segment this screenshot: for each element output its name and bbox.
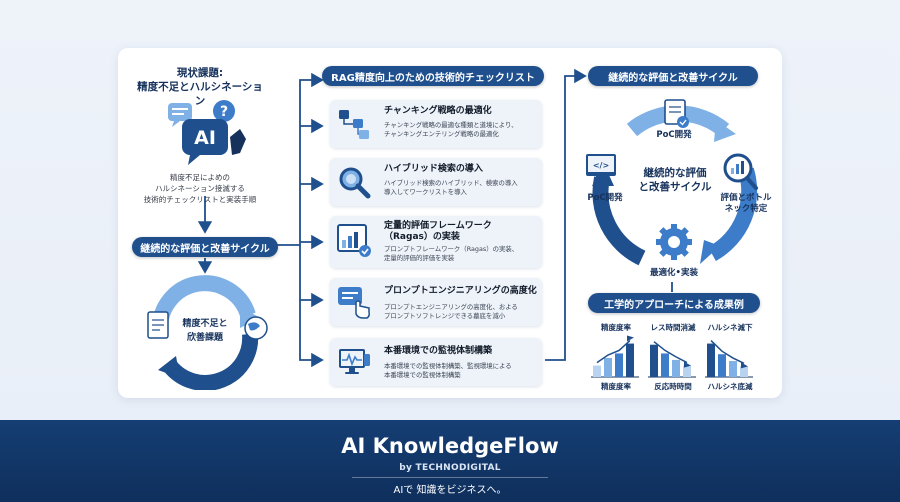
checklist-step-hybrid-search: ハイブリッド検索の導入 ハイブリッド検索のハイブリッド、検索の導入 導入してワー… [330, 158, 542, 206]
analysis-magnifier-icon [723, 153, 758, 190]
step-desc-monitoring-2: 本番環境での監視体制構築 [384, 371, 461, 379]
ai-chat-icon: ? AI [168, 100, 246, 165]
cycle-label-evaluation-line2: ネック特定 [724, 204, 768, 214]
brand-tagline: AIで 知識をビジネスへ。 [393, 485, 507, 496]
step-desc-hybrid-search-2: 導入してワークリストを導入 [384, 188, 467, 196]
right-cycle-pill-label: 継続的な評価と改善サイクル [608, 72, 738, 84]
svg-text:</>: </> [593, 161, 609, 170]
result-chart-bar [729, 361, 737, 377]
checklist-pill: RAG精度向上のための技術的チェックリスト [322, 66, 544, 86]
result-chart-3-title: ハルシネ減下 [707, 323, 753, 332]
result-chart-bar [740, 366, 748, 377]
ai-label: AI [194, 127, 216, 149]
result-chart-bar [661, 353, 669, 377]
current-issue-title-line1: 現状課題: [176, 67, 224, 79]
checklist-step-chunking: チャンキング戦略の最適化 チャンキング戦略の最適な種類と道境により、 チャンキン… [330, 100, 542, 148]
step-desc-monitoring-1: 本番環境での監視体制構築、監視環境による [384, 362, 512, 370]
step-title-evaluation: 定量的評価フレームワーク （Ragas）の実装 [384, 221, 538, 243]
checklist-step-evaluation: 定量的評価フレームワーク （Ragas）の実装 プロンプトフレームワーク（Rag… [330, 216, 542, 268]
footer-divider [352, 477, 548, 478]
result-chart-arrowhead [741, 362, 748, 369]
desc-line-2: ハルシネーション接滅する [155, 184, 245, 193]
step-desc-hybrid-search-1: ハイブリッド検索のハイブリッド、検索の導入 [384, 179, 518, 187]
poc-document-icon [664, 99, 689, 128]
result-chart-bar [707, 343, 715, 377]
cycle-center-line2: と改善サイクル [638, 181, 712, 193]
step-desc-prompt-engineering-1: プロンプトエンジニアリングの高度化、およる [384, 303, 518, 311]
checklist-step-monitoring: 本番環境での監視体制構築 本番環境での監視体制構築、監視環境による 本番環境での… [330, 338, 542, 386]
evaluation-chart-icon [337, 224, 371, 257]
chunking-icon [339, 110, 369, 139]
search-icon [339, 167, 371, 199]
result-chart-bar [626, 343, 634, 377]
step-title-chunking: チャンキング戦略の最適化 [384, 106, 492, 116]
result-chart-arrowhead [627, 335, 634, 342]
step-desc-evaluation-2: 定量的評価的評価を実装 [384, 254, 455, 262]
ai-bubble [182, 119, 228, 155]
cycle-label-optimize: 最適化•実装 [650, 268, 698, 278]
prompt-hand-icon [338, 287, 370, 319]
step-desc-chunking-1: チャンキング戦略の最適な種類と道境により、 [384, 121, 518, 129]
current-issue-description: 精度不足によめの ハルシネーション接滅する 技術的チェックリストと実装手順 [130, 172, 270, 205]
result-chart-2-label: 反応時時間 [654, 382, 692, 391]
result-chart-3-label: ハルシネ底減 [707, 382, 753, 391]
result-chart-bar [650, 344, 658, 377]
result-chart-bar [593, 365, 601, 377]
result-chart-bar [672, 359, 680, 377]
step-title-evaluation-line2: （Ragas）の実装 [384, 232, 460, 242]
results-pill-label: 工学的アプローチによる成果例 [604, 299, 744, 311]
result-chart-bar [683, 365, 691, 377]
monitor-icon [339, 349, 370, 374]
left-cycle-diagram: 精度不足と 欣善課題 [147, 275, 268, 390]
improvement-cycle-diagram: </> [586, 99, 758, 266]
result-chart-bar [615, 353, 623, 377]
current-issue-title-line2: 精度不足とハルシネーション [137, 81, 263, 107]
step-desc-evaluation-1: プロンプトフレームワーク（Ragas）の実装、 [384, 245, 519, 253]
checklist-pill-label: RAG精度向上のための技術的チェックリスト [331, 72, 535, 84]
brand-title: AI KnowledgeFlow [341, 434, 559, 458]
result-chart-1-title: 精度度率 [601, 323, 631, 332]
desc-line-1: 精度不足によめの [170, 173, 230, 182]
brand-subtitle: by TECHNODIGITAL [399, 463, 501, 473]
result-chart-trend-line [596, 340, 631, 364]
cycle-label-poc-left: PoC開発 [587, 193, 623, 203]
desc-line-3: 技術的チェックリストと実装手順 [143, 195, 257, 204]
current-issue-title: 現状課題: 精度不足とハルシネーション [135, 66, 265, 108]
step-title-hybrid-search: ハイブリッド検索の導入 [384, 164, 483, 174]
result-chart-trend-line [710, 340, 745, 365]
footer-banner: AI KnowledgeFlow by TECHNODIGITAL AIで 知識… [0, 420, 900, 502]
result-chart-1-label: 精度度率 [601, 382, 631, 391]
chat-bubble-back [168, 103, 192, 121]
cycle-label-poc-top: PoC開発 [656, 130, 692, 140]
cycle-center-label: 継続的な評価 と改善サイクル [620, 166, 730, 194]
cycle-center-line1: 継続的な評価 [643, 167, 707, 179]
result-chart-trend-line [653, 341, 688, 364]
gear-icon [656, 224, 692, 260]
result-chart-arrowhead [684, 361, 691, 368]
results-pill: 工学的アプローチによる成果例 [588, 293, 760, 313]
step-desc-prompt-engineering-2: プロンプトソフトレンジできる墓底を減小 [384, 312, 506, 320]
step-title-monitoring: 本番環境での監視体制構築 [384, 346, 493, 356]
result-chart-bar [718, 354, 726, 377]
right-cycle-pill: 継続的な評価と改善サイクル [588, 66, 758, 86]
left-cycle-pill: 継続的な評価と改善サイクル [132, 237, 278, 257]
result-chart-2-title: レス時間消滅 [650, 323, 696, 332]
code-monitor-icon: </> [586, 154, 616, 179]
step-title-evaluation-line1: 定量的評価フレームワーク [384, 221, 492, 231]
step-desc-chunking-2: チャンキングエンテリング戦略の最適化 [384, 130, 499, 138]
result-charts [591, 335, 753, 378]
cycle-label-evaluation: 評価とボトル ネック特定 [716, 193, 776, 215]
checklist-step-prompt-engineering: プロンプトエンジニアリングの高度化 プロンプトエンジニアリングの高度化、およる … [330, 278, 542, 326]
left-cycle-center-line1: 精度不足と [182, 317, 227, 329]
step-title-prompt-engineering: プロンプトエンジニアリングの高度化 [384, 286, 537, 296]
question-bubble [213, 100, 235, 122]
result-chart-bar [604, 358, 612, 377]
svg-text:?: ? [220, 104, 228, 120]
cycle-label-evaluation-line1: 評価とボトル [720, 193, 772, 203]
left-cycle-pill-label: 継続的な評価と改善サイクル [140, 243, 270, 255]
left-cycle-center-line2: 欣善課題 [187, 331, 224, 343]
